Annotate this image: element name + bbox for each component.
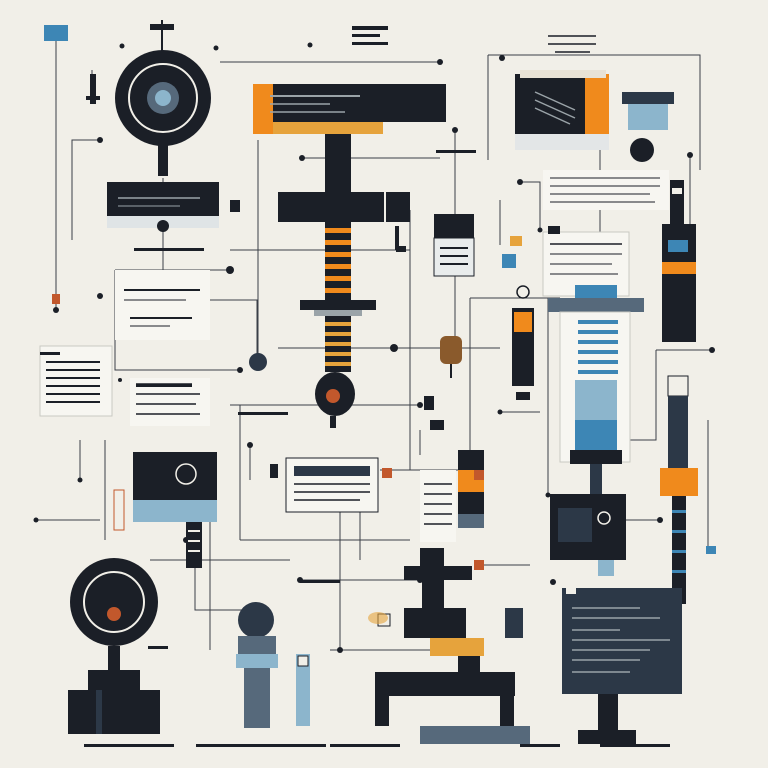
dark-panel-left [107,182,240,232]
small-bar-device [458,450,484,528]
paper-left-large [115,270,210,340]
blue-tower-device [548,285,644,576]
paper-center-strip [420,470,456,542]
right-tall-device [662,180,696,342]
small-orange-marker [52,294,60,304]
bowl-shape [622,92,674,162]
dial-bottom-left [68,558,160,734]
scattered-glyphs [40,26,670,747]
monitor-top-right [515,70,609,150]
pendulum-ball-left [249,353,267,371]
screen-mid-left [113,452,217,531]
anvil-center-bottom [368,548,530,744]
center-frame-card [270,457,392,513]
blue-square [44,25,68,41]
dial-top-left [115,20,211,176]
far-right-stack [660,375,716,604]
pendulum-weight-center [440,336,462,364]
orange-capsule [512,285,534,386]
lamp-bottom-center [186,522,310,728]
paper-card-right [542,170,669,297]
monitor-bottom-right [562,588,682,744]
center-column-machine [253,84,446,428]
text-block-top-right [548,35,596,53]
small-device-box [433,214,475,277]
paper-left-list [39,345,113,417]
